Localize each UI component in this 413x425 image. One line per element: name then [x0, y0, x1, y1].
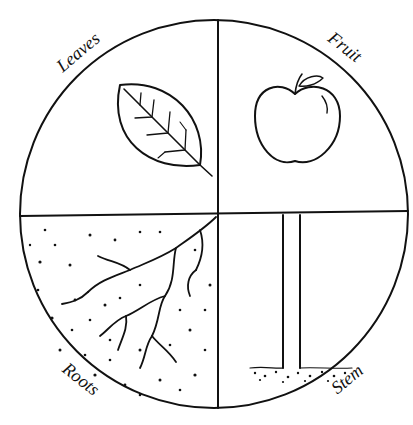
part-label: Roots: [59, 359, 102, 398]
roots-drawing: [62, 217, 216, 368]
leaf-drawing: [118, 84, 212, 176]
stem-drawing: [250, 215, 352, 368]
part-label: Leaves: [53, 29, 103, 75]
soil-dots: [29, 229, 212, 397]
outer-circle: [20, 20, 408, 408]
divider-line: [20, 211, 408, 216]
apple-drawing: [255, 74, 340, 162]
